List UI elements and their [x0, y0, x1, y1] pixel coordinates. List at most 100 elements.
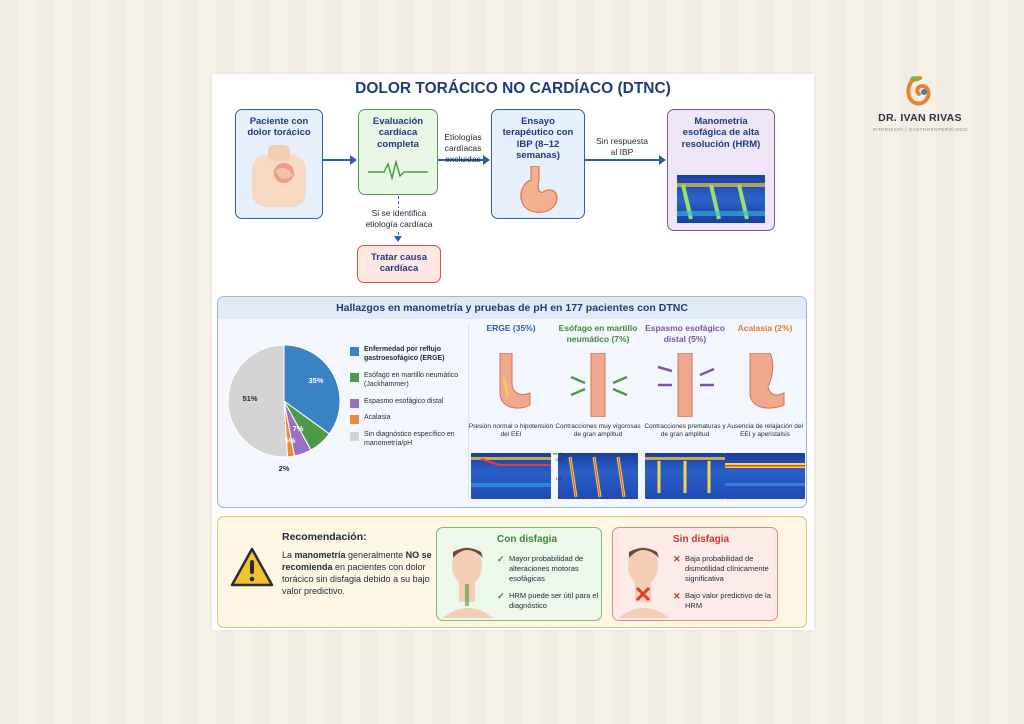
brand-logo-icon [906, 76, 931, 106]
with-dysphagia-point-2-text: HRM puede ser útil para el diagnóstico [509, 591, 599, 610]
pie-slice-4 [227, 344, 289, 458]
flow-node-treat-cardiac: Tratar causa cardíaca [357, 245, 441, 283]
flow-node-patient-label: Paciente con dolor torácico [247, 116, 311, 139]
legend-item-1: Esófago en martillo neumático (Jackhamme… [350, 371, 470, 390]
rec-text-3: en pacientes con dolor torácico sin disf… [282, 562, 430, 597]
flow-node-hrm-label: Manometría esofágica de alta resolución … [681, 116, 761, 150]
heartbeat-icon [368, 159, 428, 182]
column-erge-desc: Presión normal o hipotensión del EEI [468, 423, 554, 439]
column-des: Espasmo esofágico distal (5%) Contraccio… [642, 323, 728, 501]
brand-subtitle: INTERNISTA | GASTROENTERÓLOGO [872, 127, 968, 132]
flow-node-cardiac-eval: Evaluación cardíaca completa [358, 109, 438, 195]
column-erge: ERGE (35%) Presión normal o hipotensión … [468, 323, 554, 501]
findings-title: Hallazgos en manometría y pruebas de pH … [218, 297, 806, 319]
pie-label-1: 7% [293, 424, 304, 433]
esophagus-jackhammer-icon [570, 353, 628, 417]
page-title: DOLOR TORÁCICO NO CARDÍACO (DTNC) [355, 80, 671, 97]
warning-icon [230, 547, 274, 587]
column-achalasia-desc: Ausencia de relajación del EEI y aperist… [727, 423, 803, 439]
flow-node-patient: Paciente con dolor torácico [235, 109, 323, 219]
flow-node-ppi-trial: Ensayo terapéutico con IBP (8–12 semanas… [491, 109, 585, 219]
legend-swatch [350, 415, 359, 425]
without-dysphagia-title: Sin disfagia [673, 534, 730, 545]
column-jackhammer-title: Esófago en martillo neumático (7%) [558, 323, 638, 344]
column-erge-title: ERGE (35%) [486, 323, 536, 333]
recommendation-title: Recomendación: [282, 531, 367, 543]
pie-label-4: 51% [242, 394, 257, 403]
arrow-ppi-to-hrm [585, 155, 666, 165]
column-des-heatmap-plot [645, 457, 725, 493]
recommendation-text: La manometría generalmente NO se recomie… [282, 549, 432, 598]
with-dysphagia-point-2: ✓HRM puede ser útil para el diagnóstico [497, 591, 599, 611]
flow-node-cardiac-eval-label: Evaluación cardíaca completa [372, 116, 424, 150]
column-achalasia: Acalasia (2%) Ausencia de relajación del… [722, 323, 808, 501]
arrowhead-down [394, 236, 402, 242]
axis-tick-200: 200 [555, 457, 563, 463]
hrm-heatmap [677, 175, 765, 223]
arrow-patient-to-eval [323, 155, 357, 165]
pie-label-0: 35% [308, 376, 323, 385]
axis-unit: mmHg [553, 451, 565, 456]
findings-panel: Hallazgos en manometría y pruebas de pH … [217, 296, 807, 508]
rec-text-bold-1: manometría [294, 550, 346, 560]
column-erge-heatmap [471, 453, 551, 499]
legend-label: Acalasia [364, 414, 391, 422]
column-jackhammer-heatmap-plot [568, 456, 626, 498]
legend-label: Sin diagnóstico específico en manometría… [364, 430, 455, 448]
flow-node-ppi-trial-label: Ensayo terapéutico con IBP (8–12 semanas… [502, 116, 574, 162]
arrow-eval-to-ppi [438, 155, 490, 165]
with-dysphagia-box: Con disfagia ✓ Mayor probabilidad de alte… [436, 527, 602, 621]
legend-item-4: Sin diagnóstico específico en manometría… [350, 430, 470, 449]
cross-icon: ✕ [673, 554, 681, 564]
column-erge-heatmap-plot [471, 457, 551, 487]
legend-swatch [350, 398, 359, 408]
column-achalasia-title: Acalasia (2%) [737, 323, 793, 333]
without-dysphagia-point-1: ✕Baja probabilidad de dismotilidad clíni… [673, 554, 775, 583]
recommendation-panel: Recomendación: La manometría generalment… [217, 516, 807, 628]
flow-node-treat-cardiac-label: Tratar causa cardíaca [371, 252, 427, 275]
patient-chest-icon [252, 144, 306, 207]
legend-label: Enfermedad por reflujo gastroesofágico (… [364, 346, 445, 363]
arrow-label-excluded: Etiologías cardíacas excluidas [444, 132, 482, 165]
hrm-heatmap-plot [677, 183, 765, 220]
legend-item-0: Enfermedad por reflujo gastroesofágico (… [350, 345, 470, 364]
with-dysphagia-title: Con disfagia [497, 534, 558, 545]
pie-chart: 35% 7% 5% 2% 51% [227, 344, 341, 471]
esophagus-achalasia-icon [749, 353, 785, 409]
stomach-icon [520, 164, 558, 213]
legend-swatch [350, 431, 359, 441]
legend-label: Espasmo esofágico distal [364, 397, 444, 405]
infographic: DOLOR TORÁCICO NO CARDÍACO (DTNC) Pacien… [212, 74, 814, 630]
esophagus-normal-icon [499, 353, 531, 409]
cross-icon: ✕ [673, 591, 681, 601]
flow-node-hrm: Manometría esofágica de alta resolución … [667, 109, 775, 231]
brand-name: DR. IVAN RIVAS [878, 112, 962, 124]
legend-item-2: Espasmo esofágico distal [350, 397, 470, 408]
without-dysphagia-point-2-text: Bajo valor predictivo de la HRM [685, 591, 771, 610]
without-dysphagia-point-2: ✕ Bajo valor predictivo de la HRM [673, 591, 775, 611]
legend-label: Esófago en martillo neumático (Jackhamme… [364, 371, 459, 389]
column-jackhammer-heatmap [558, 453, 638, 499]
with-dysphagia-point-1-text: Mayor probabilidad de alteraciones motor… [509, 554, 584, 583]
rec-text-bold-2: NO se recomienda [282, 550, 432, 573]
patient-neck-icon [443, 547, 493, 618]
rec-text-1: La [282, 550, 295, 560]
divider [468, 323, 469, 501]
rec-text-2: generalmente [345, 550, 406, 560]
column-achalasia-heatmap [725, 453, 805, 499]
axis-tick-0: 0 [557, 494, 560, 500]
arrow-label-cardiac: Si se identifica etiología cardíaca [362, 208, 436, 231]
check-icon: ✓ [497, 554, 505, 564]
with-dysphagia-point-1: ✓ Mayor probabilidad de alteraciones moto… [497, 554, 599, 583]
column-jackhammer-desc: Contracciones muy vigorosas de gran ampl… [555, 423, 641, 439]
axis-tick-100: 100 [555, 475, 563, 481]
column-achalasia-heatmap-plot [725, 463, 805, 486]
column-des-desc: Contracciones prematuras y de gran ampli… [644, 423, 726, 439]
arrow-label-no-response: Sin respuesta al IBP [596, 136, 648, 158]
pressure-axis: mmHg 200 100 0 [553, 451, 565, 501]
legend-swatch [350, 347, 359, 356]
column-des-heatmap [645, 453, 725, 499]
pie-label-2: 5% [285, 436, 296, 445]
pie-label-3: 2% [279, 464, 290, 471]
brand-logo: DR. IVAN RIVAS INTERNISTA | GASTROENTERÓ… [870, 72, 970, 142]
